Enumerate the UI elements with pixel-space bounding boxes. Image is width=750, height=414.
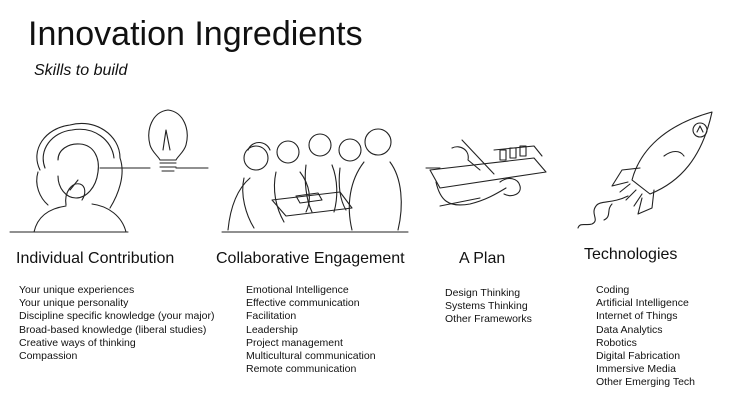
list-item: Design Thinking xyxy=(445,287,521,299)
person-thinking-lightbulb-icon xyxy=(9,109,209,233)
list-item: Multicultural communication xyxy=(246,350,376,363)
list-item: Your unique experiences xyxy=(19,284,135,296)
team-meeting-icon xyxy=(221,128,409,233)
heading-collaborative-engagement: Collaborative Engagement xyxy=(216,250,405,267)
list-item: Effective communication xyxy=(246,297,360,310)
list-collaborative-engagement: Emotional Intelligence Effective communi… xyxy=(246,284,376,376)
list-item: Coding xyxy=(596,284,630,296)
list-item: Remote communication xyxy=(246,363,357,376)
list-item: Leadership xyxy=(246,323,298,336)
heading-a-plan: A Plan xyxy=(459,250,506,267)
list-item: Other Frameworks xyxy=(445,313,532,326)
list-a-plan: Design Thinking Systems Thinking Other F… xyxy=(445,287,532,327)
list-item: Your unique personality xyxy=(19,297,129,310)
list-item: Immersive Media xyxy=(596,363,676,376)
list-individual-contribution: Your unique experiences Your unique pers… xyxy=(19,284,215,363)
list-item: Emotional Intelligence xyxy=(246,284,349,296)
list-item: Internet of Things xyxy=(596,310,678,323)
list-item: Project management xyxy=(246,336,343,349)
list-item: Creative ways of thinking xyxy=(19,336,136,349)
rocket-icon xyxy=(577,111,713,229)
page-title: Innovation Ingredients xyxy=(28,15,363,53)
list-item: Robotics xyxy=(596,336,637,349)
page-subtitle: Skills to build xyxy=(34,62,128,79)
list-item: Systems Thinking xyxy=(445,300,528,313)
list-item: Discipline specific knowledge (your majo… xyxy=(19,310,215,323)
list-item: Compassion xyxy=(19,350,78,363)
list-item: Data Analytics xyxy=(596,323,663,336)
hand-writing-plan-icon xyxy=(425,139,547,207)
heading-technologies: Technologies xyxy=(584,246,678,263)
list-technologies: Coding Artificial Intelligence Internet … xyxy=(596,284,695,390)
list-item: Broad-based knowledge (liberal studies) xyxy=(19,323,207,336)
list-item: Other Emerging Tech xyxy=(596,376,696,389)
list-item: Artificial Intelligence xyxy=(596,297,689,310)
heading-individual-contribution: Individual Contribution xyxy=(16,250,175,267)
list-item: Digital Fabrication xyxy=(596,350,681,363)
list-item: Facilitation xyxy=(246,310,297,323)
